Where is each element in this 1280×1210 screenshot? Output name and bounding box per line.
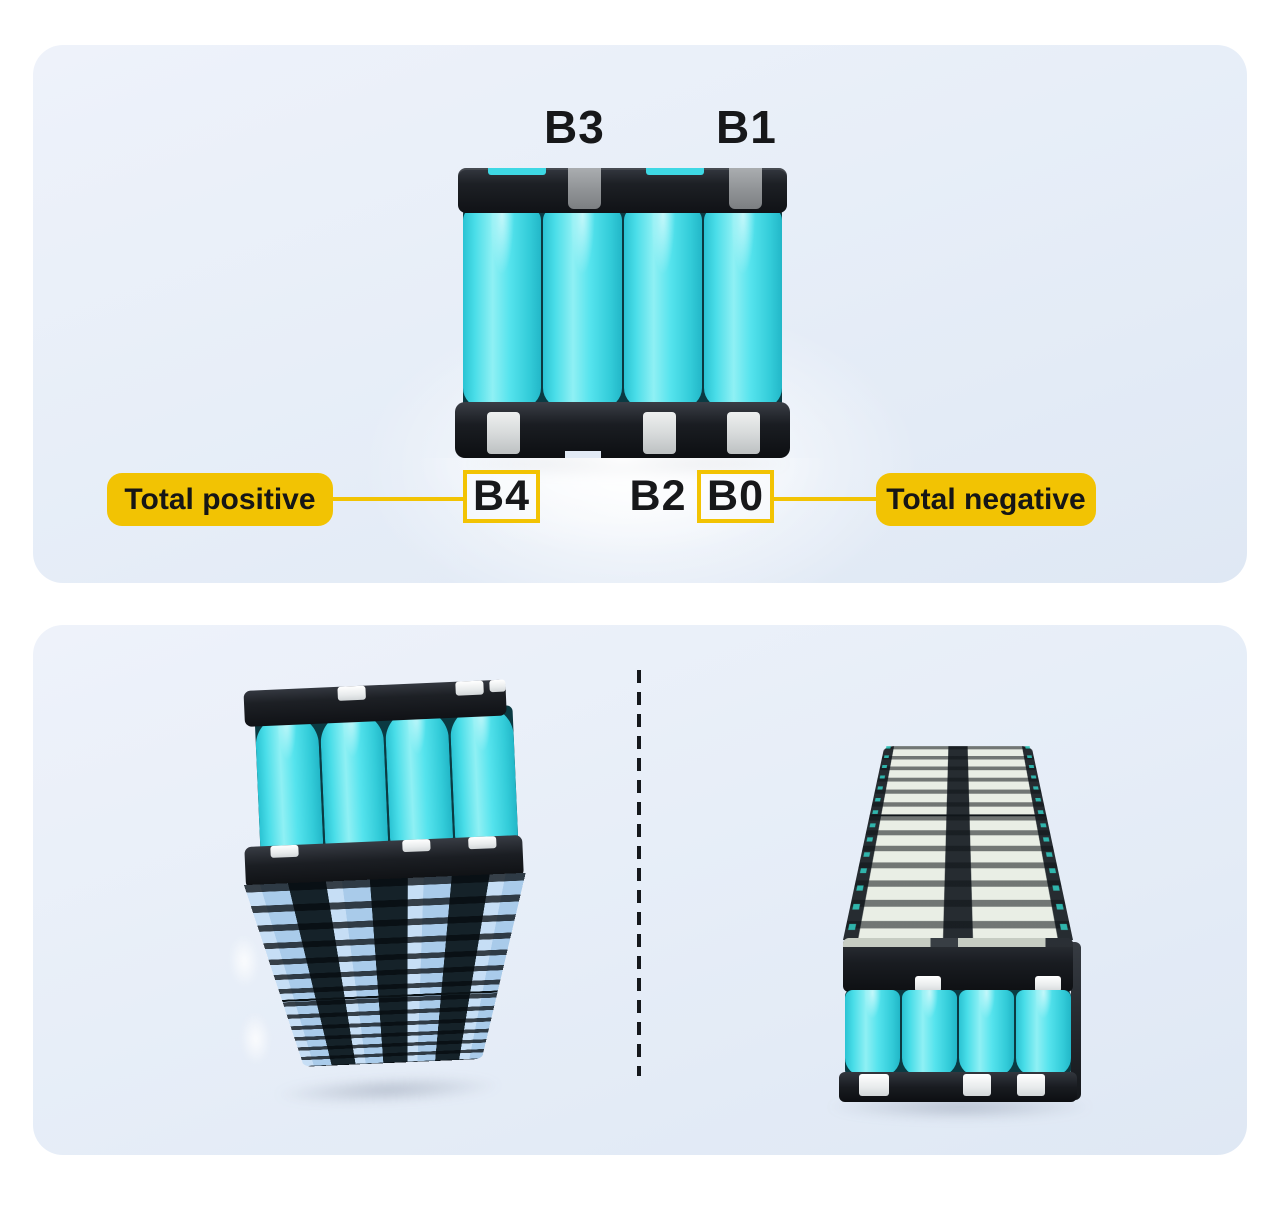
nickel-tab <box>489 679 506 693</box>
battery-pack-tilted-view <box>215 670 563 1114</box>
cell-top-sliver <box>646 168 704 175</box>
battery-cell <box>845 990 900 1076</box>
connector-line-negative <box>774 497 876 501</box>
cell-row <box>463 208 782 408</box>
cell-row <box>254 705 519 853</box>
nickel-tab <box>1017 1074 1045 1096</box>
nickel-tab <box>455 680 484 696</box>
top-holder-frame <box>843 938 1073 992</box>
cell-row <box>845 990 1071 1076</box>
battery-cell <box>1016 990 1071 1076</box>
module-seam <box>869 814 1047 817</box>
terminal-label-b2: B2 <box>629 472 687 520</box>
nickel-tab <box>270 844 299 858</box>
battery-cell <box>463 208 542 408</box>
front-view-panel: B3 B1 Total positiv <box>33 45 1247 583</box>
nickel-tab <box>915 976 941 992</box>
cell-side-highlight <box>239 1012 272 1066</box>
frame-notch <box>565 451 601 458</box>
terminal-label-b4: B4 <box>463 470 540 523</box>
battery-cell <box>319 710 389 850</box>
nickel-tab-b1 <box>729 168 762 209</box>
nickel-tab-b4 <box>487 412 520 454</box>
terminal-label-b0: B0 <box>697 470 774 523</box>
battery-pack-rear-top-view <box>825 680 1095 1120</box>
battery-cell <box>384 708 454 847</box>
nickel-tab-b0 <box>727 412 760 454</box>
nickel-tab <box>1035 976 1061 992</box>
callout-total-positive: Total positive <box>107 473 333 526</box>
pack-side-face <box>1071 942 1081 1100</box>
battery-pack-front-view <box>455 168 790 458</box>
views-panel <box>33 625 1247 1155</box>
nickel-tab <box>337 685 366 701</box>
nickel-tab <box>963 1074 991 1096</box>
terminal-label-b3: B3 <box>544 101 605 153</box>
terminal-label-b1: B1 <box>716 101 777 153</box>
battery-cell <box>543 208 622 408</box>
pack-shadow <box>272 1072 504 1109</box>
nickel-tab-b3 <box>568 168 601 209</box>
bottom-holder-frame <box>455 402 790 458</box>
battery-cell <box>703 208 782 408</box>
cell-top-sliver <box>488 168 546 175</box>
battery-cell <box>254 713 324 853</box>
module-seam <box>281 990 498 1002</box>
bottom-holder-frame <box>839 1072 1077 1102</box>
top-holder-frame <box>458 168 787 213</box>
pack-reflection <box>413 458 833 558</box>
callout-total-negative: Total negative <box>876 473 1096 526</box>
nickel-tab <box>402 838 431 853</box>
cell-side-highlight <box>228 934 261 988</box>
dashed-divider <box>637 670 641 1076</box>
nickel-tab-b2 <box>643 412 676 454</box>
battery-cell <box>449 705 519 844</box>
battery-cell <box>902 990 957 1076</box>
battery-cell <box>959 990 1014 1076</box>
battery-cell <box>623 208 702 408</box>
busbar-wrap-strip <box>843 938 1073 947</box>
nickel-tab <box>859 1074 889 1096</box>
busbar-strip-face <box>243 872 526 1067</box>
busbar-top-face <box>843 746 1073 940</box>
connector-line-positive <box>333 497 463 501</box>
nickel-tab <box>468 836 497 850</box>
